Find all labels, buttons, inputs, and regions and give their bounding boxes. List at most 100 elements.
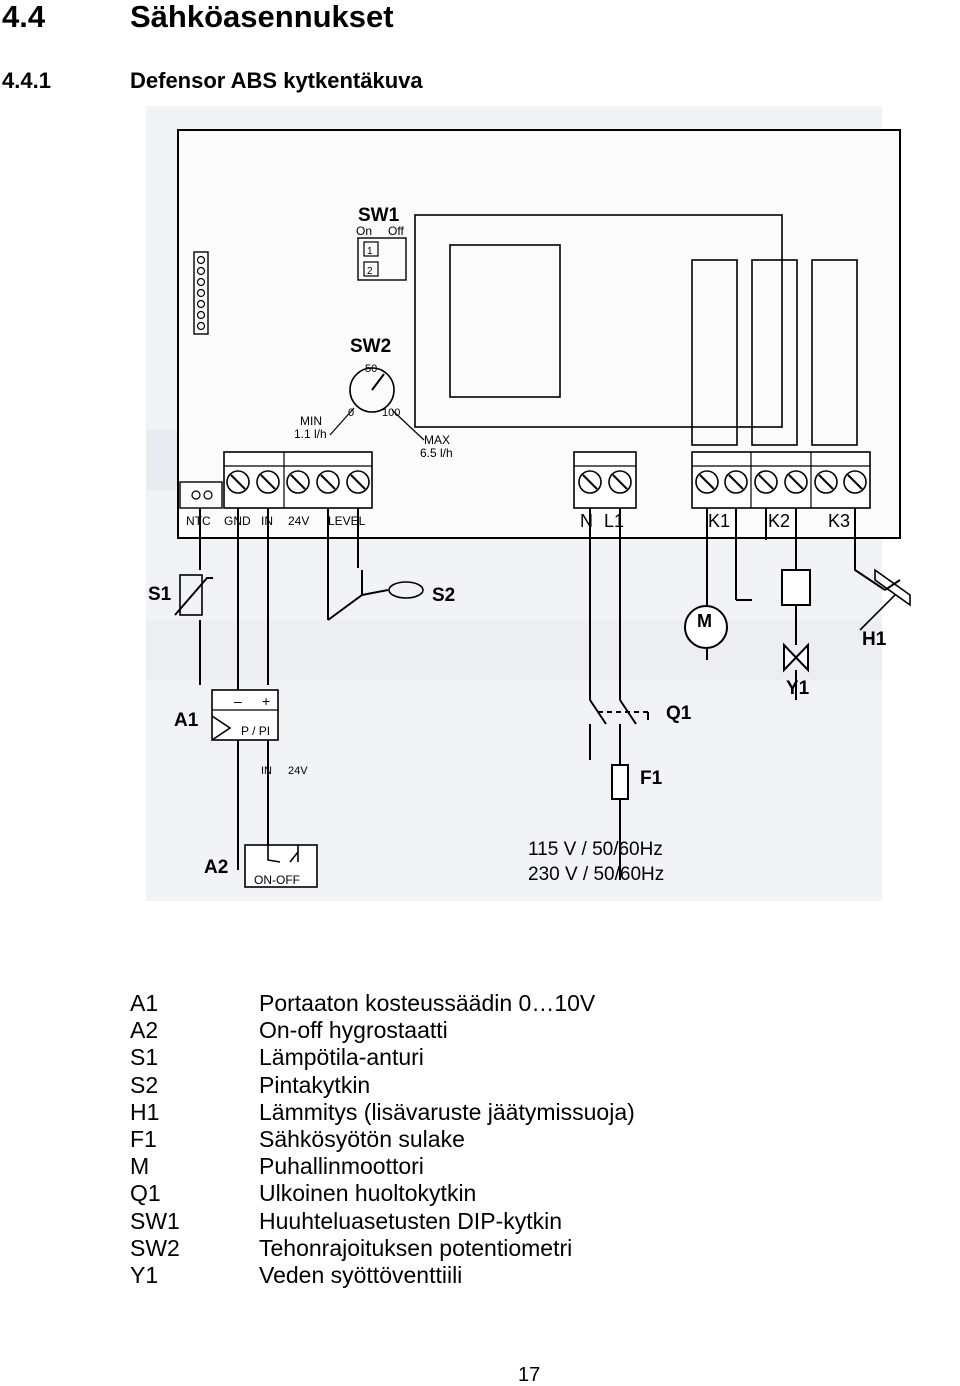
legend-description: Portaaton kosteussäädin 0…10V: [259, 990, 596, 1016]
sw1-title: SW1: [358, 205, 400, 226]
led-indicators: [196, 255, 206, 331]
label-q1: Q1: [666, 703, 692, 724]
terminal-screws-left: [226, 470, 370, 494]
legend-code: H1: [130, 1098, 160, 1125]
a1-plus: +: [262, 693, 270, 709]
sw1-position-2: [363, 261, 379, 277]
terminal-label-n: N: [580, 511, 593, 531]
label-y1: Y1: [786, 678, 810, 699]
ntc-pin: [191, 490, 201, 500]
a1-type-label: P / PI: [241, 724, 270, 738]
label-s2: S2: [432, 585, 455, 606]
y1-valve-symbol: [783, 642, 809, 673]
legend-code: S2: [130, 1071, 159, 1098]
legend-description: Ulkoinen huoltokytkin: [259, 1180, 477, 1207]
legend-description: Tehonrajoituksen potentiometri: [259, 1234, 573, 1261]
sw1-pos1-label: 1: [367, 246, 373, 257]
a2-type-label: ON-OFF: [254, 873, 300, 887]
legend-code: M: [130, 1153, 150, 1180]
wiring-diagram: SW1 On Off 1 2 SW2 50 0 100 MIN 1.1 l/h …: [146, 106, 911, 901]
legend-description: Lämmitys (lisävaruste jäätymissuoja): [259, 1098, 635, 1125]
h1-heater-lead: [859, 594, 896, 631]
terminal-label-k2: K2: [768, 511, 790, 531]
legend-code: A1: [130, 990, 159, 1016]
relay-k2: [751, 259, 798, 446]
legend-code: SW1: [130, 1207, 180, 1234]
sw2-title: SW2: [350, 336, 391, 357]
a1-controller: [211, 689, 279, 741]
legend-code: F1: [130, 1125, 157, 1152]
legend-code: Y1: [130, 1261, 159, 1288]
terminal-label-l1: L1: [604, 511, 624, 531]
legend-code: S1: [130, 1044, 159, 1071]
legend-code: A2: [130, 1017, 159, 1044]
terminal-label-24v: 24V: [288, 514, 309, 528]
supply-voltage-115: 115 V / 50/60Hz: [528, 839, 663, 860]
a2-in-label: IN: [261, 765, 272, 777]
legend-description: Veden syöttöventtiili: [259, 1261, 463, 1288]
sw1-position-1: [363, 241, 379, 257]
relay-k3: [811, 259, 858, 446]
a2-contact-symbol: [267, 845, 299, 863]
label-f1: F1: [640, 768, 663, 789]
h1-heater-symbol: [874, 568, 911, 607]
sw2-dial-0: 0: [348, 407, 354, 419]
motor-symbol: [684, 605, 728, 649]
label-s1: S1: [148, 584, 172, 605]
legend-description: Pintakytkin: [259, 1071, 371, 1098]
terminal-label-ntc: NTC: [186, 514, 211, 528]
a2-hygrostat: [244, 844, 318, 888]
terminal-block-relay: [691, 451, 871, 509]
legend-description: Lämpötila-anturi: [259, 1044, 424, 1071]
sw1-on-label: On: [356, 224, 372, 238]
terminal-screws-power: [578, 470, 632, 494]
label-a1: A1: [174, 710, 199, 731]
terminal-label-k3: K3: [828, 511, 850, 531]
label-m: M: [697, 611, 712, 631]
subsection-title: Defensor ABS kytkentäkuva: [130, 68, 423, 93]
legend-description: Huuhteluasetusten DIP-kytkin: [259, 1207, 562, 1234]
section-title: Sähköasennukset: [130, 0, 394, 34]
legend-code: Q1: [130, 1180, 161, 1207]
sw2-min-label: MIN: [300, 414, 322, 428]
sw2-min-value: 1.1 l/h: [294, 427, 327, 441]
sw2-dial-50: 50: [365, 363, 377, 375]
a2-24v-label: 24V: [288, 765, 308, 777]
a1-amplifier-symbol: [211, 715, 232, 741]
ntc-pin: [203, 490, 213, 500]
scan-shade: [146, 620, 882, 680]
legend-description: Puhallinmoottori: [259, 1153, 424, 1180]
led-strip: [193, 251, 209, 335]
board-module: [414, 214, 783, 428]
sw2-max-label: MAX: [424, 433, 450, 447]
sw2-min-leader: [329, 407, 355, 436]
sw2-max-leader: [391, 409, 425, 441]
sw2-max-value: 6.5 l/h: [420, 446, 453, 460]
terminal-label-level: LEVEL: [328, 514, 366, 528]
terminal-block-left: [223, 451, 373, 509]
s2-float: [388, 581, 424, 599]
f1-fuse: [611, 764, 629, 800]
legend-description: Sähkösyötön sulake: [259, 1125, 465, 1152]
sw2-potentiometer-dial: [349, 367, 395, 413]
legend-description: On-off hygrostaatti: [259, 1017, 448, 1044]
sw2-dial-pointer: [371, 373, 385, 391]
board-module-inner: [449, 244, 561, 398]
wiring: [174, 508, 901, 880]
terminal-block-power: [573, 451, 637, 509]
a1-minus: –: [234, 693, 242, 709]
terminal-screws-relay: [695, 470, 867, 494]
sw1-dip-switch: [357, 237, 407, 281]
page-number: 17: [518, 1364, 541, 1386]
section-number: 4.4: [2, 0, 46, 34]
terminal-label-k1: K1: [708, 511, 730, 531]
label-h1: H1: [862, 629, 887, 650]
y1-coil: [781, 569, 811, 606]
sw2-dial-100: 100: [382, 407, 400, 419]
sw1-pos2-label: 2: [367, 266, 373, 277]
label-a2: A2: [204, 857, 228, 878]
legend-code: SW2: [130, 1234, 180, 1261]
supply-voltage-230: 230 V / 50/60Hz: [528, 864, 664, 885]
subsection-number: 4.4.1: [2, 68, 51, 93]
sw1-off-label: Off: [388, 224, 404, 238]
